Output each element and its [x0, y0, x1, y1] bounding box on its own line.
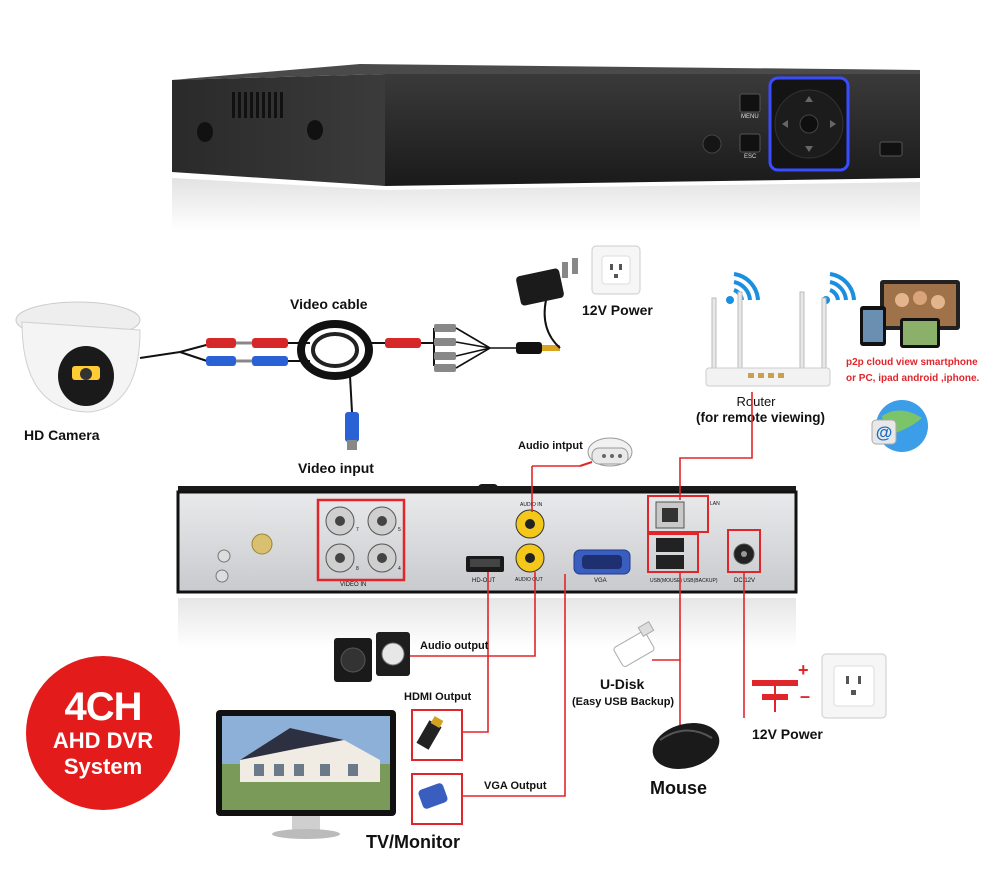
video-port-number-4: 4: [398, 566, 401, 572]
p2p-line1-label: p2p cloud view smartphone: [846, 357, 978, 368]
vga-port-label: VGA: [594, 578, 607, 584]
audio-output-label: Audio output: [420, 640, 489, 652]
dc-power-symbol: + –: [752, 660, 810, 712]
video-port-number-3: 8: [356, 566, 359, 572]
esc-button-label: ESC: [744, 154, 757, 160]
audio-out-port-label: AUDIO OUT: [515, 577, 543, 583]
video-port-number-1: 7: [356, 527, 359, 533]
video-input-label: Video input: [298, 460, 374, 476]
badge-line-1: 4CH: [64, 685, 142, 729]
u-disk-label: U-Disk: [600, 676, 645, 692]
audio-input-label: Audio intput: [518, 440, 583, 452]
video-port-number-2: 5: [398, 527, 401, 533]
top-12v-power-label: 12V Power: [582, 302, 653, 318]
hd-out-port-label: HD-OUT: [472, 578, 496, 584]
menu-button-label: MENU: [741, 114, 759, 120]
usb-port-label: USB(MOUSE) USB(BACKUP): [650, 578, 718, 584]
product-badge: 4CH AHD DVR System: [26, 656, 180, 810]
u-disk-sub-label: (Easy USB Backup): [572, 696, 675, 708]
svg-text:+: +: [798, 660, 809, 680]
lan-port-label: LAN: [710, 501, 720, 507]
badge-line-2: AHD DVR: [52, 728, 154, 753]
router-title-label: Router: [736, 394, 776, 409]
router-sub-label: (for remote viewing): [696, 410, 826, 425]
video-in-port-label: VIDEO IN: [340, 582, 367, 588]
tv-monitor-label: TV/Monitor: [366, 832, 460, 852]
vga-output-label: VGA Output: [484, 780, 547, 792]
hdmi-output-label: HDMI Output: [404, 691, 472, 703]
svg-text:–: –: [800, 686, 810, 706]
hd-camera-label: HD Camera: [24, 427, 100, 443]
bottom-12v-power-label: 12V Power: [752, 726, 823, 742]
svg-text:@: @: [876, 423, 893, 442]
video-cable-label: Video cable: [290, 296, 368, 312]
p2p-line2-label: or PC, ipad android ,iphone.: [846, 373, 980, 384]
audio-in-port-label: AUDIO IN: [520, 502, 543, 508]
mouse-label: Mouse: [650, 778, 708, 798]
badge-line-3: System: [63, 754, 143, 779]
